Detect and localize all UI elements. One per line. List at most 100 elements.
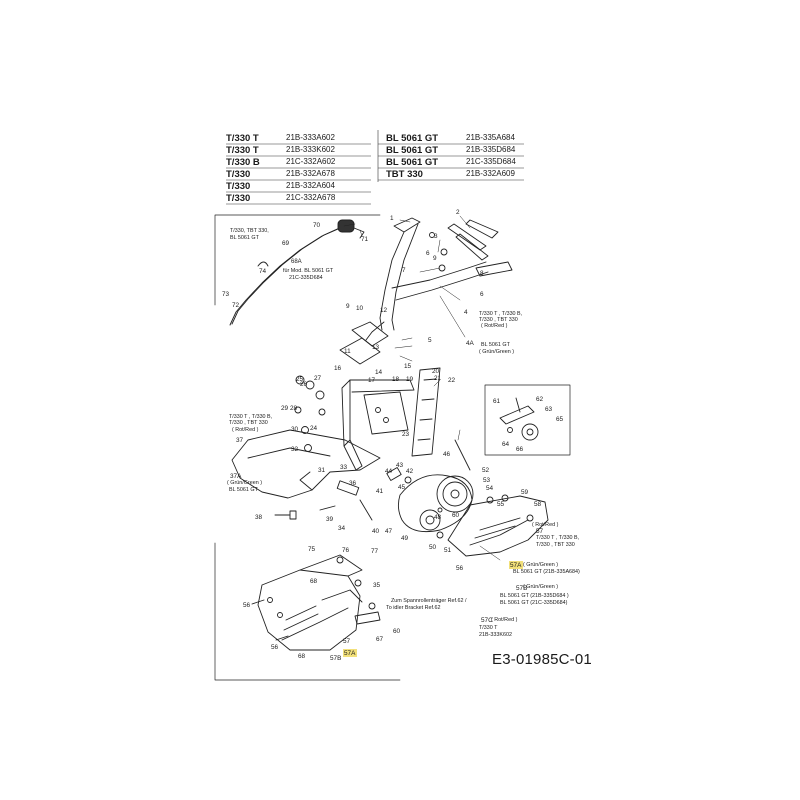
callout-11: 11: [344, 348, 351, 355]
callout-30: 30: [291, 426, 299, 433]
cover-inset-frame: [214, 542, 401, 681]
callout-65: 65: [556, 416, 564, 423]
callout-55: 55: [497, 501, 505, 508]
callout-15: 15: [404, 363, 412, 370]
callout-56b: 56: [243, 602, 251, 609]
model-table-lines: [226, 130, 524, 205]
note-cable-2: BL 5061 GT: [230, 235, 260, 241]
callout-73: 73: [222, 291, 230, 298]
note-shield-red-2: T/330 , TBT 330: [229, 420, 268, 426]
callout-77: 77: [371, 548, 379, 555]
note-bracket-2: To idler Bracket Ref.62: [386, 605, 441, 611]
callout-23: 23: [402, 431, 410, 438]
note-cable-1: T/330, TBT 330,: [230, 228, 269, 234]
note-handle-green-2: ( Grün/Green ): [479, 349, 514, 355]
callout-6b: 6: [426, 250, 430, 257]
callout-68: 68: [298, 653, 306, 660]
callout-39: 39: [326, 516, 334, 523]
callout-33: 33: [340, 464, 348, 471]
callout-57c: 57C: [481, 617, 493, 624]
note-handle-red-3: ( Rot/Red ): [481, 323, 508, 329]
callout-34: 34: [338, 525, 346, 532]
cover-inset-parts: [251, 554, 381, 651]
note-57a-model: BL 5061 GT (21B-335A684): [513, 569, 580, 575]
callout-14: 14: [375, 369, 383, 376]
callout-43: 43: [396, 462, 404, 469]
idler-parts: [499, 397, 539, 441]
handlebar: [365, 217, 513, 341]
callout-67: 67: [376, 636, 384, 643]
callout-35: 35: [373, 582, 381, 589]
callout-42: 42: [406, 468, 414, 475]
callout-1: 1: [390, 215, 394, 222]
callout-10: 10: [356, 305, 364, 312]
callout-56: 56: [456, 565, 464, 572]
callout-28: 28: [290, 405, 298, 412]
callout-12: 12: [380, 307, 388, 314]
callout-69: 69: [282, 240, 290, 247]
note-shield-green-2: BL 5061 GT: [229, 487, 259, 493]
callout-2: 2: [456, 209, 460, 216]
note-57c-model-1: T/330 T: [479, 625, 498, 631]
bolts: [274, 480, 373, 521]
callout-26: 26: [300, 381, 308, 388]
callout-64: 64: [502, 441, 510, 448]
callout-9: 9: [346, 303, 350, 310]
callout-36: 36: [349, 480, 357, 487]
callout-37a: 37A: [230, 473, 242, 480]
callout-57a: 57A: [510, 562, 522, 569]
callout-74: 74: [259, 268, 267, 275]
callout-9a: 9: [433, 255, 437, 262]
callout-29: 29: [281, 405, 289, 412]
callout-57: 57: [536, 528, 544, 535]
callout-57b: 57B: [516, 585, 527, 592]
note-handle-green-1: BL 5061 GT: [481, 342, 511, 348]
callout-51: 51: [444, 547, 452, 554]
callout-6: 6: [480, 291, 484, 298]
note-57b-green: ( Grün/Green ): [523, 584, 558, 590]
callout-63: 63: [545, 406, 553, 413]
rear-shield: [231, 429, 381, 499]
note-cover-red: ( Rot/Red ): [532, 522, 559, 528]
callout-16: 16: [334, 365, 342, 372]
idler-inset-frame: [484, 384, 571, 456]
callout-45: 45: [398, 484, 406, 491]
callout-57-lower: 57: [343, 638, 351, 645]
note-57b-model-1: BL 5061 GT (21B-335D684 ): [500, 593, 569, 599]
note-68a-1: für Mod. BL 5061 GT: [283, 268, 334, 274]
callout-68b: 68: [310, 578, 318, 585]
callout-44: 44: [385, 468, 393, 475]
callout-48: 48: [434, 514, 442, 521]
callout-49: 49: [401, 535, 409, 542]
note-57c-red: ( Rot/Red ): [491, 617, 518, 623]
note-68a-2: 21C-335D684: [289, 275, 323, 281]
note-handle-red-1: T/330 T , T/330 B,: [479, 311, 523, 317]
frame-column: [294, 321, 441, 471]
callout-71: 71: [361, 236, 369, 243]
callout-75: 75: [308, 546, 316, 553]
belt-cover: [447, 494, 549, 557]
callout-8: 8: [480, 270, 484, 277]
callout-53: 53: [483, 477, 491, 484]
callout-13: 13: [372, 344, 380, 351]
note-shield-red-1: T/330 T , T/330 B,: [229, 414, 273, 420]
callout-59: 59: [521, 489, 529, 496]
callout-32: 32: [291, 446, 299, 453]
callout-70: 70: [313, 222, 321, 229]
callout-60: 60: [452, 512, 460, 519]
callout-47: 47: [385, 528, 393, 535]
callout-24: 24: [310, 425, 318, 432]
callout-25: 25: [296, 376, 304, 383]
callout-60b: 60: [393, 628, 401, 635]
callout-22: 22: [448, 377, 456, 384]
leader-lines: [343, 215, 501, 561]
callout-76: 76: [342, 547, 350, 554]
callout-18: 18: [392, 376, 400, 383]
callout-54: 54: [486, 485, 494, 492]
callout-52: 52: [482, 467, 490, 474]
note-shield-red-3: ( Rot/Red ): [232, 427, 259, 433]
note-57b-model-2: BL 5061 GT (21C-335D684): [500, 600, 568, 606]
throttle-cable: [229, 219, 365, 326]
note-cover-red-1: T/330 T , T/330 B,: [536, 535, 580, 541]
